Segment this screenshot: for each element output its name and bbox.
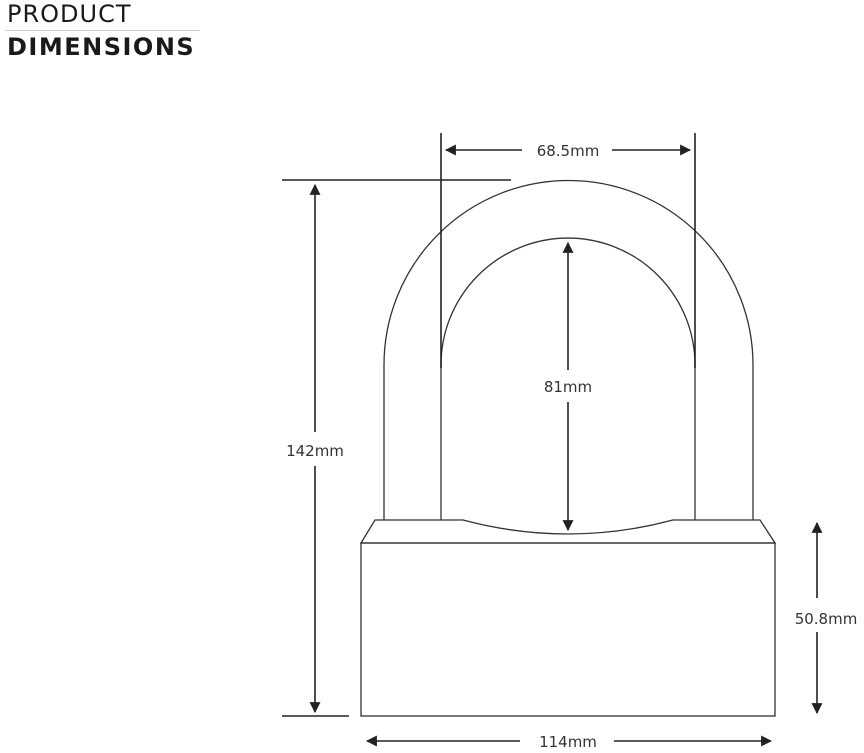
label-body-width: 114mm: [539, 733, 597, 751]
shackle-outer: [383, 179, 754, 520]
padlock-outline: [359, 179, 777, 717]
label-body-height: 50.8mm: [795, 610, 858, 628]
extension-lines: [282, 133, 696, 717]
label-shackle-width: 68.5mm: [537, 142, 600, 160]
lock-body: [360, 542, 776, 717]
label-total-height: 142mm: [286, 442, 344, 460]
title-dimensions: DIMENSIONS: [7, 33, 196, 61]
shackle-inner: [440, 237, 696, 520]
title-divider: [5, 30, 200, 31]
body-top: [359, 519, 777, 544]
title-product: PRODUCT: [7, 0, 132, 28]
label-shackle-clearance: 81mm: [544, 378, 592, 396]
